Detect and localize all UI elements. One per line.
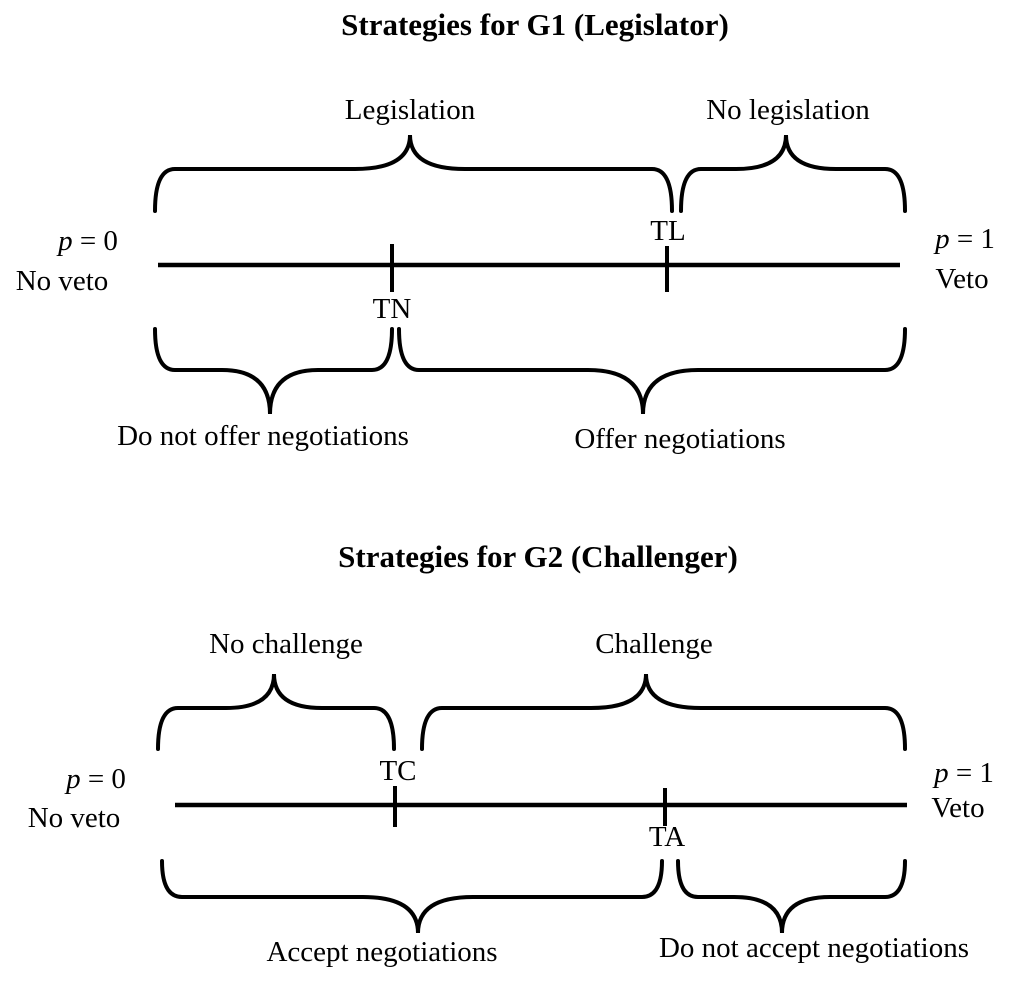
axis2-left-value: p = 0 [66, 763, 126, 795]
axis2-right-caption: Veto [931, 792, 985, 824]
accept-brace [160, 859, 664, 934]
accept-label: Accept negotiations [266, 936, 498, 968]
offer-label: Offer negotiations [574, 423, 786, 455]
offer-brace [397, 327, 907, 415]
no-legislation-brace [679, 134, 907, 213]
do-not-accept-label: Do not accept negotiations [658, 932, 970, 964]
tl-marker-label: TL [650, 215, 686, 247]
tc-marker-label: TC [379, 755, 417, 787]
p-variable: p [66, 763, 81, 795]
p-variable: p [58, 225, 73, 257]
ta-marker-label: TA [648, 821, 686, 853]
axis1-right-caption: Veto [935, 263, 989, 295]
legislation-label: Legislation [344, 94, 476, 126]
challenge-brace [420, 673, 907, 751]
do-not-offer-label: Do not offer negotiations [117, 420, 409, 452]
legislation-brace [153, 134, 674, 213]
axis1-right-value: p = 1 [935, 223, 995, 255]
section1-title: Strategies for G1 (Legislator) [341, 7, 729, 42]
section2-title: Strategies for G2 (Challenger) [338, 539, 738, 574]
axis2-right-value: p = 1 [934, 757, 994, 789]
axis2-left-caption: No veto [27, 802, 121, 834]
do-not-offer-brace [153, 327, 394, 415]
challenge-label: Challenge [595, 628, 713, 660]
axis1-left-value: p = 0 [58, 225, 118, 257]
do-not-accept-brace [676, 859, 907, 934]
axis1-left-caption: No veto [15, 265, 109, 297]
no-legislation-label: No legislation [706, 94, 870, 126]
tn-marker-label: TN [372, 293, 412, 325]
p-variable: p [935, 223, 950, 255]
no-challenge-label: No challenge [209, 628, 363, 660]
no-challenge-brace [156, 673, 396, 751]
p-variable: p [934, 757, 949, 789]
